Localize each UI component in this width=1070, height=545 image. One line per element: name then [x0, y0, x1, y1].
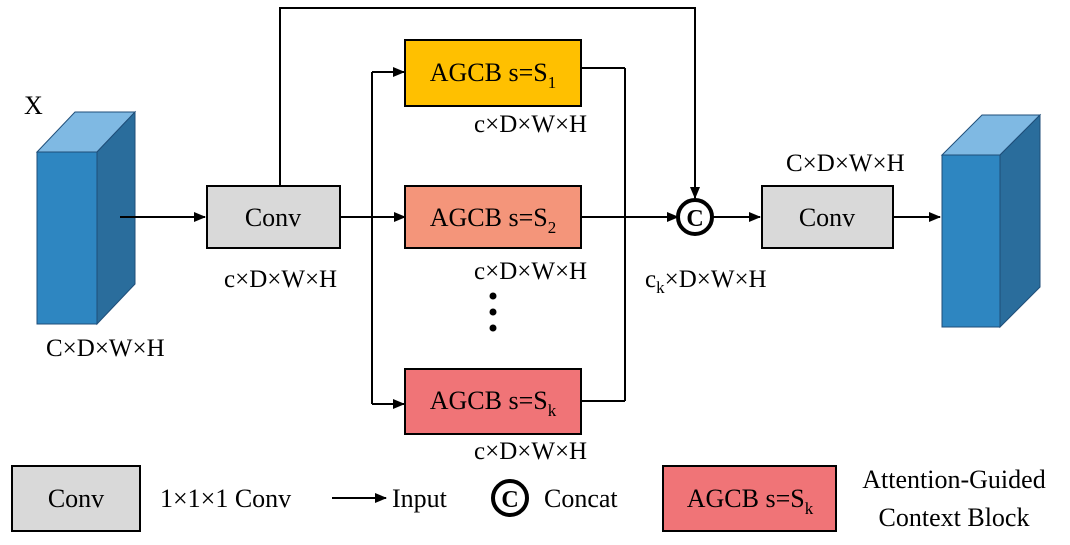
legend-input-label: Input	[392, 484, 448, 513]
agcb-box-2	[404, 185, 582, 249]
legend-concat-icon: C	[491, 479, 529, 517]
ellipsis-dots	[489, 292, 497, 332]
legend-conv-box	[11, 465, 141, 532]
agcb-box-k	[404, 368, 582, 435]
agcb-box-1-label: AGCB s=S1	[430, 58, 556, 92]
agcb-box-k-label: AGCB s=Sk	[430, 386, 557, 420]
input-label: X	[24, 91, 43, 120]
legend-agcb-box-label: AGCB s=Sk	[687, 484, 814, 518]
output-cube-front	[941, 154, 1001, 328]
legend-agcb-desc-line1: Attention-Guided	[862, 465, 1045, 494]
agcb1-dims: c×D×W×H	[474, 111, 587, 138]
agcbk-dims: c×D×W×H	[474, 438, 587, 465]
conv1-dims: c×D×W×H	[224, 266, 337, 293]
conv-box-2-label: Conv	[799, 203, 855, 232]
legend-conv-desc: 1×1×1 Conv	[160, 484, 291, 513]
agcb2-dims: c×D×W×H	[474, 258, 587, 285]
conv-box-1-label: Conv	[245, 203, 301, 232]
input-tensor-cube	[35, 110, 137, 326]
legend-agcb-box	[662, 465, 837, 532]
skip-connection-line	[279, 7, 700, 199]
legend-concat-label: Concat	[544, 484, 618, 513]
concat-symbol: C	[686, 206, 703, 232]
legend-agcb-desc-line2: Context Block	[879, 503, 1030, 532]
legend: Conv 1×1×1 Conv Input C Concat AGCB s=Sk…	[11, 465, 1046, 532]
output-dims: C×D×W×H	[786, 150, 905, 177]
conv-box-2	[761, 185, 894, 249]
agcb-box-1	[404, 39, 582, 107]
concat-icon: C	[676, 198, 714, 236]
output-tensor-cube	[940, 113, 1042, 329]
concat-dims: ck×D×W×H	[645, 266, 767, 297]
input-cube-front	[36, 151, 98, 325]
legend-concat-symbol: C	[501, 487, 518, 513]
input-dims: C×D×W×H	[46, 335, 165, 362]
agcb-box-2-label: AGCB s=S2	[430, 203, 556, 237]
legend-conv-box-label: Conv	[48, 484, 104, 513]
